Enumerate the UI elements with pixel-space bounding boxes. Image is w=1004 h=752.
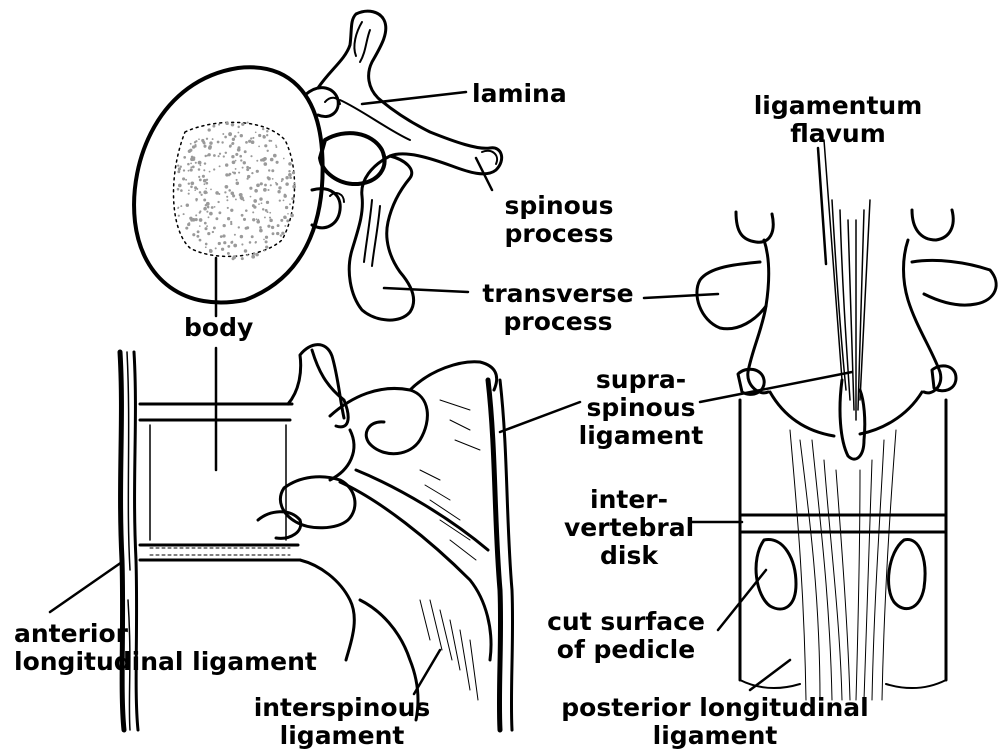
label-supraspinous-ligament: supra- spinous ligament — [576, 366, 706, 450]
label-transverse-process: transverse process — [470, 280, 646, 336]
cancellous-bone — [174, 122, 295, 256]
label-ligamentum-flavum: ligamentum flavum — [740, 92, 936, 148]
label-body: body — [184, 314, 253, 342]
label-cut-surface-of-pedicle: cut surface of pedicle — [534, 608, 718, 664]
label-interspinous-ligament: interspinous ligament — [242, 694, 442, 750]
superior-view-vertebra — [134, 11, 502, 320]
stipple-dots — [177, 121, 296, 260]
vertebral-foramen — [320, 133, 385, 184]
label-spinous-process: spinous process — [494, 192, 624, 248]
label-posterior-longitudinal-ligament: posterior longitudinal ligament — [540, 694, 890, 750]
label-anterior-longitudinal-ligament: anterior longitudinal ligament — [14, 620, 317, 676]
label-lamina: lamina — [472, 80, 567, 108]
posterior-view-spine — [697, 140, 996, 700]
leader-lines — [50, 92, 852, 694]
label-intervertebral-disk: inter- vertebral disk — [564, 486, 694, 570]
